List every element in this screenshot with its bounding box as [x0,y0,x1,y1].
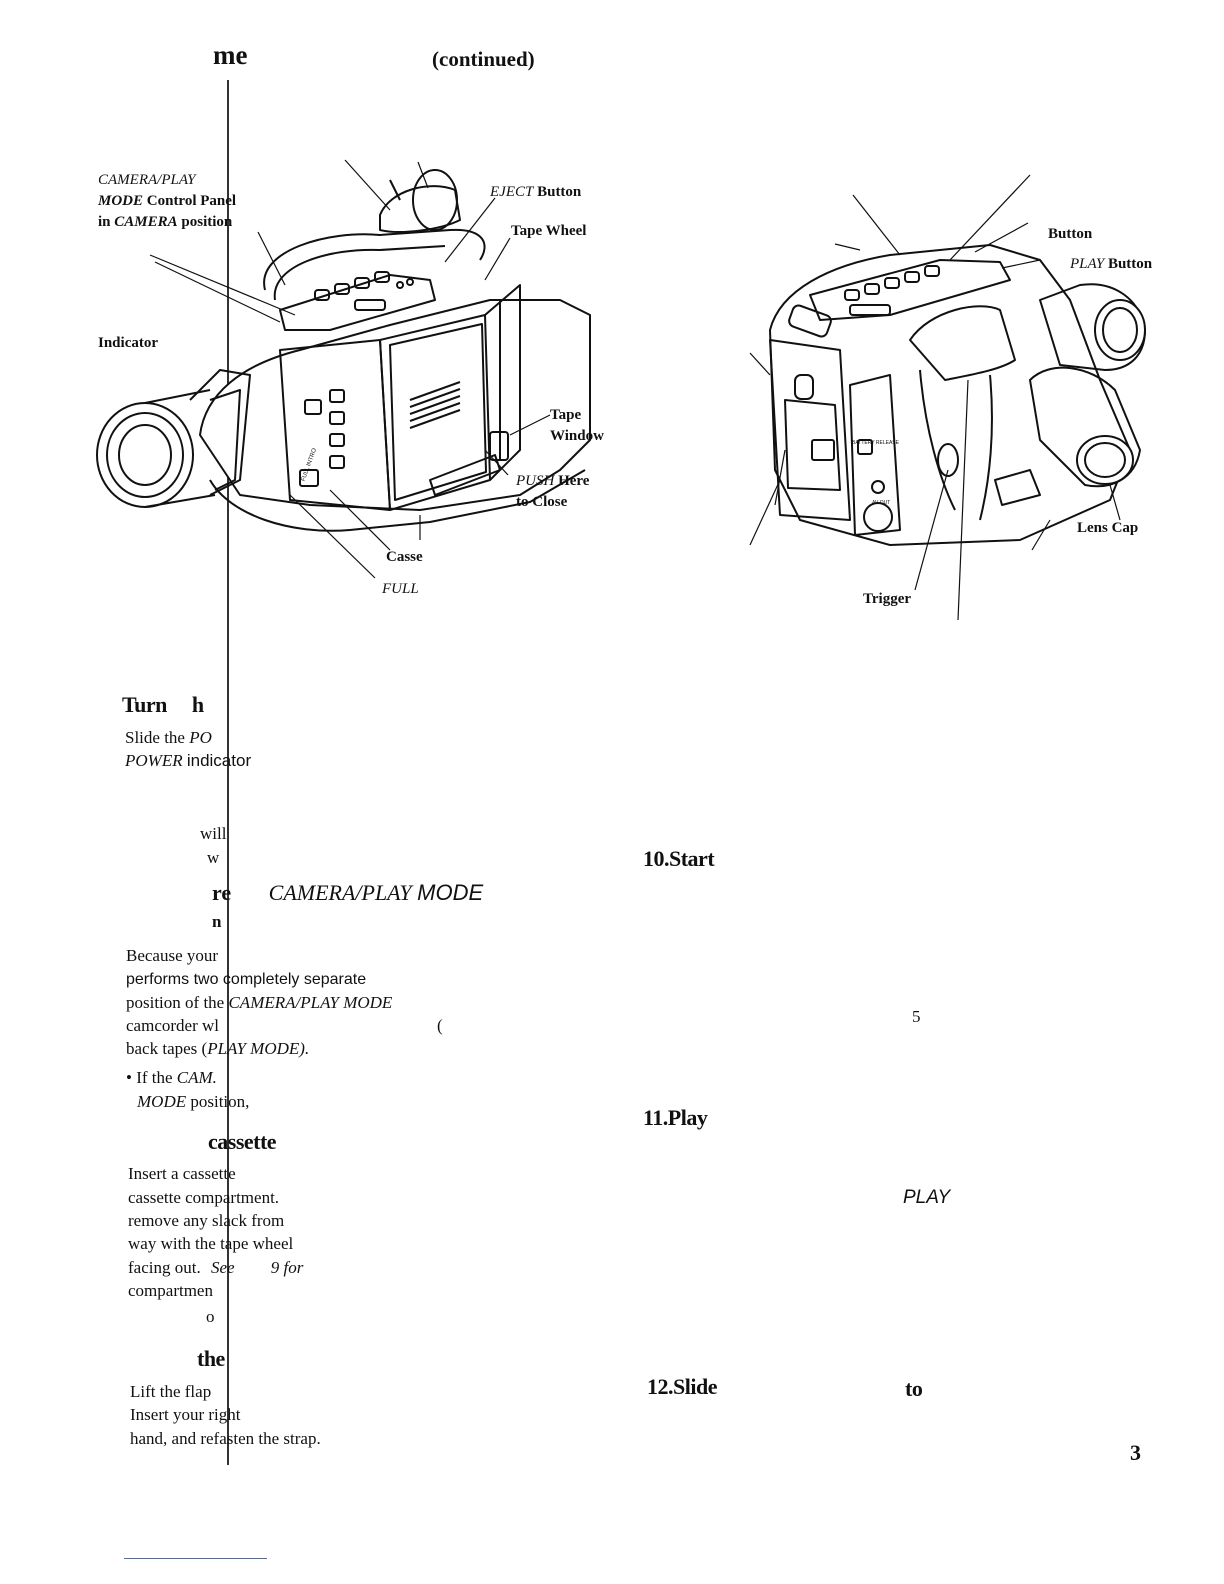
header-title-fragment: me [213,40,248,70]
label-play-button: PLAY Button [1070,254,1152,275]
mode-position-mode: MODE [137,1092,187,1111]
label-push: PUSH [516,473,555,489]
o-fragment: o [206,1307,215,1326]
back-tapes-line: back tapes (PLAY MODE). [126,1037,309,1060]
label-play-button-word: Button [1107,256,1153,272]
if-the-line: • If the CAM. [126,1066,217,1089]
step-11-play: 11.Play [643,1105,708,1130]
right-device-mark-battery-release: BATTERY RELEASE [852,440,899,446]
label-button: Button [1048,226,1093,242]
insert-right-line: Insert your right [130,1405,241,1424]
lift-flap-line: Lift the flap [130,1382,212,1401]
slide-the: Slide the [125,728,185,747]
facing-out: facing out. [128,1258,201,1277]
play-word: PLAY [903,1187,951,1208]
step-10-start: 10.Start [643,846,715,871]
label-eject: EJECT [490,184,534,200]
the-heading: the [197,1346,225,1371]
step-turn-fragment: h [191,692,204,717]
facing-out-line: facing out. See 9 for [128,1256,303,1279]
position-of-the: position of the [126,993,225,1012]
back-tapes: back tapes ( [126,1039,208,1058]
remove-slack-line: remove any slack from [128,1211,285,1230]
if-the-cam: CAM. [176,1068,217,1087]
label-tape-wheel: Tape Wheel [511,223,587,239]
label-mode: MODE [98,193,144,209]
n-fragment: n [212,912,222,931]
label-play: PLAY [1070,256,1105,272]
step-turn-heading: Turn h [122,692,204,718]
label-position: position [181,214,233,230]
margin-rule [227,80,229,1465]
power-word: POWER [125,751,183,770]
label-camera-play: CAMERA/PLAY [98,172,196,188]
refasten-line: hand, and refasten the strap. [130,1429,321,1448]
if-the: • If the [126,1068,173,1087]
facing-see: See [210,1258,235,1277]
label-here: Here [558,473,590,489]
mode-heading-re: re [212,880,232,905]
label-push-here: PUSH Here to Close [516,471,589,513]
cassette-compartment-line: cassette compartment. [128,1188,280,1207]
page-number: 3 [1130,1440,1141,1465]
power-indicator: indicator [186,751,252,770]
to-fragment: to [905,1376,923,1401]
mode-heading-camera-play: CAMERA/PLAY [268,880,412,905]
slide-line: Slide the PO [125,726,212,749]
performs-line: performs two completely separate [126,971,367,988]
right-device-mark-av-out: AV OUT [872,500,891,506]
header-continued: (continued) [432,47,535,71]
label-control-panel: Control Panel [146,193,237,209]
back-tapes-play-mode: PLAY MODE). [207,1039,310,1058]
label-tape-window: Tape Window [550,405,604,447]
tape-wheel-line: way with the tape wheel [128,1234,294,1253]
label-tape: Tape [550,407,582,423]
camcorder-front-illustration [96,159,591,579]
mode-heading: re CAMERA/PLAY MODE [212,880,483,906]
page-ref-five: 5 [912,1007,921,1026]
camcorder-line: camcorder wl [126,1016,219,1035]
insert-cassette-line: Insert a cassette [128,1164,236,1183]
step-turn-word: Turn [122,692,167,717]
power-line: POWER indicator [125,749,251,772]
mode-position-word: position, [190,1092,250,1111]
label-to-close: to Close [516,494,568,510]
position-camera-play-mode: CAMERA/PLAY MODE [228,993,393,1012]
mode-heading-mode: MODE [417,880,484,905]
label-eject-button: EJECT Button [490,182,581,203]
label-in: in [98,214,111,230]
footer-rule [124,1558,267,1559]
compartment-line: compartmen [128,1281,213,1300]
label-indicator: Indicator [98,335,158,351]
because-line: Because your [126,946,219,965]
cassette-heading: cassette [208,1129,277,1154]
paren-fragment: ( [437,1016,443,1035]
facing-nine-for: 9 for [270,1258,304,1277]
label-cassette: Casse [386,549,423,565]
w-fragment: w [207,848,220,867]
label-eject-button-word: Button [537,184,582,200]
label-camera: CAMERA [114,214,178,230]
label-window: Window [550,428,604,444]
label-camera-play-mode-panel: CAMERA/PLAY MODE Control Panel in CAMERA… [98,170,236,233]
camcorder-rear-illustration [749,174,1146,621]
will-fragment: will [200,824,227,843]
label-full: FULL [382,581,419,597]
mode-position-line: MODE position, [137,1090,249,1113]
step-12-slide: 12.Slide [647,1374,717,1399]
label-trigger: Trigger [863,591,912,607]
position-of-line: position of the CAMERA/PLAY MODE [126,991,392,1014]
label-lens-cap: Lens Cap [1077,520,1139,536]
slide-po: PO [189,728,212,747]
